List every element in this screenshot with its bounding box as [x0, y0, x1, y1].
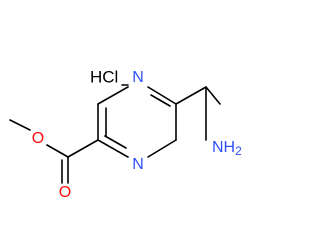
bond-ring-carbonyl [67, 139, 99, 158]
bond-ch2-n-link [205, 86, 221, 105]
ring-bond-n2-c4 [97, 139, 129, 158]
ring-bond-n1-c2 [147, 86, 177, 105]
ring-n-bottom-label: N [132, 156, 144, 173]
bond-carbonyl-o-single [46, 144, 69, 158]
hcl-label: HCl [90, 67, 118, 86]
amine-subscript: 2 [235, 144, 242, 158]
amine-symbol: NH [212, 139, 235, 156]
ring-bond-n2-c4-inner [104, 135, 127, 149]
bond-o-methyl [9, 119, 31, 131]
ring-n-top-label: N [132, 69, 144, 86]
ester-o-single-label: O [32, 130, 44, 147]
molecule-structure: N N O O NH2 HCl [9, 67, 242, 201]
amine-label: NH2 [212, 139, 242, 158]
ring-bond-c3-n2 [147, 139, 177, 158]
ring-bond-c1-n1-left [97, 86, 129, 105]
ring-bond-n1-c2-inner [150, 94, 171, 107]
ester-o-double-label: O [59, 184, 71, 201]
bond-ring-ch2 [175, 86, 207, 105]
